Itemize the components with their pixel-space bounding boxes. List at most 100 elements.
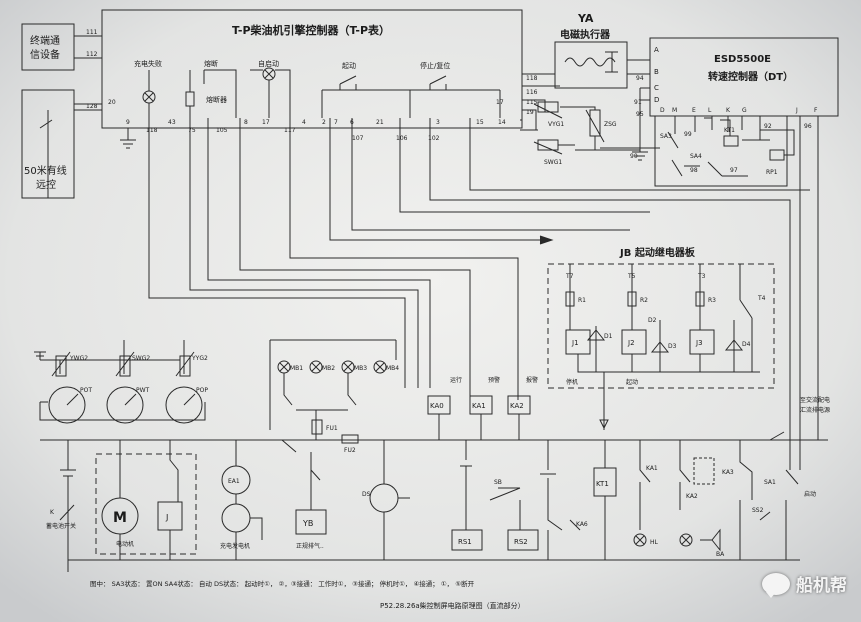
ya-code: YA <box>577 12 594 25</box>
jb-relay-board <box>547 263 775 389</box>
esd-aux-term: 95 <box>636 111 644 118</box>
caption-battery-switch: 蓄电池开关 <box>46 522 76 530</box>
tp-bottom-term: 21 <box>376 119 384 126</box>
mb-lamp-label: MB2 <box>322 365 335 372</box>
ea1-label: EA1 <box>228 478 240 485</box>
tp-bottom-term: 6 <box>350 119 354 126</box>
tp-bottom-term: 14 <box>498 119 506 126</box>
esd-bottom-term: L <box>708 107 712 114</box>
yyg2-sensor-icon <box>179 355 191 377</box>
tp-left-term: 20 <box>108 99 116 106</box>
kt1-contact-icon <box>723 135 739 147</box>
rs2-icon <box>507 529 539 551</box>
pot-gauge-icon <box>48 386 86 424</box>
gauge-label: PWT <box>136 387 150 394</box>
tp-bottom-term: 105 <box>216 127 228 134</box>
jb-term: T7 <box>565 273 574 280</box>
esd-bottom-term: F <box>814 107 818 114</box>
caption-generator: 充电发电机 <box>220 542 250 550</box>
jb-relay-label: J2 <box>627 339 635 347</box>
ka-note: 预警 <box>488 376 500 384</box>
jb-diode: D2 <box>648 317 657 324</box>
esd-bottom-term: K <box>726 107 731 114</box>
bus-label-1: 至交流配电 <box>800 396 830 404</box>
ka6-label: KA6 <box>576 521 588 528</box>
tp-right-term: 116 <box>526 89 538 96</box>
yb-label: YB <box>302 519 313 528</box>
ka3-relay-icon <box>693 457 715 485</box>
tp-right-term: 118 <box>526 75 538 82</box>
esd-bottom-term: D <box>660 107 665 114</box>
ka2-bottom-label: KA2 <box>686 493 698 500</box>
tp-bottom-term: 43 <box>168 119 176 126</box>
pwt-gauge-icon <box>106 386 144 424</box>
esd-aux-term: 99 <box>684 131 692 138</box>
motor-label: M <box>113 510 127 526</box>
tp-bottom-term: 75 <box>188 127 196 134</box>
jb-term: T3 <box>697 273 706 280</box>
gauge-label: POP <box>196 387 208 394</box>
mb-lamp-label: MB3 <box>354 365 367 372</box>
k-label: K <box>50 509 55 516</box>
ya-actuator-box <box>554 41 628 89</box>
caption-motor: 电动机 <box>116 540 134 548</box>
tp-title: T-P柴油机引擎控制器（T-P表） <box>232 23 390 37</box>
ya-name: 电磁执行器 <box>560 28 611 41</box>
tp-bottom-term: 8 <box>244 119 248 126</box>
telecom-label-1: 终端通 <box>30 34 60 47</box>
esd-aux-term: 94 <box>636 75 644 82</box>
jb-relay-label: J1 <box>571 339 579 347</box>
esd-aux-term: 91 <box>634 99 642 106</box>
telecom-box <box>21 23 75 71</box>
tp-right-term: 19 <box>526 109 534 116</box>
tp-stop-reset: 停止/复位 <box>420 61 450 70</box>
jb-term: T4 <box>757 295 766 302</box>
ka1-bottom-label: KA1 <box>646 465 658 472</box>
j3-relay-icon <box>689 329 715 355</box>
watermark-text: 船机帮 <box>796 576 847 596</box>
esd-bottom-term: M <box>672 107 677 114</box>
ka-note: 运行 <box>450 376 462 384</box>
esd-aux-term: 92 <box>764 123 772 130</box>
jb-diode: D1 <box>604 333 613 340</box>
rp1-label: RP1 <box>766 169 778 176</box>
rs1-icon <box>451 529 483 551</box>
tp-controller-box <box>101 9 523 129</box>
tp-bottom-term: 4 <box>302 119 306 126</box>
jb-relay-label: J3 <box>695 339 703 347</box>
hl-lamp-icon <box>633 533 647 547</box>
tp-charge-fail: 充电失败 <box>134 59 162 68</box>
ds-label: DS <box>362 491 371 498</box>
tp-bottom-term: 2 <box>322 119 326 126</box>
tp-bottom-term: 17 <box>262 119 270 126</box>
fu2-fuse-icon <box>341 434 359 444</box>
ka-label: KA2 <box>510 402 524 410</box>
ss2-label: SS2 <box>752 507 764 514</box>
remote-label-1: 50米有线 <box>24 164 67 177</box>
esd-aux-term: 97 <box>730 167 738 174</box>
tp-right-term: 17 <box>496 99 504 106</box>
esd-aux-panel <box>654 115 788 187</box>
esd-left-term: A <box>654 46 659 54</box>
tp-bottom-term: 117 <box>284 127 296 134</box>
ka-note: 报警 <box>526 376 538 384</box>
mb-lamp-label: MB1 <box>290 365 303 372</box>
sa1-label: SA1 <box>764 479 776 486</box>
jb-title: JB 起动继电器板 <box>619 246 696 259</box>
ya-coil-icon <box>564 57 616 67</box>
kt1-bottom-label: KT1 <box>596 480 609 488</box>
tp-bottom-term: 102 <box>428 135 440 142</box>
sensor-label: ZSG <box>604 121 617 128</box>
vyg1-sensor-icon <box>537 101 559 113</box>
tp-bottom-term: 9 <box>126 119 130 126</box>
ka-label: KA0 <box>430 402 444 410</box>
tp-auto-start: 自启动 <box>258 59 279 68</box>
jb-resistor: R3 <box>708 297 716 304</box>
kt1-label: KT1 <box>724 127 735 134</box>
tp-relay-side: 熔断 <box>204 59 218 68</box>
ka-label: KA1 <box>472 402 486 410</box>
motor-group <box>95 453 197 555</box>
esd-name: 转速控制器（DT） <box>708 70 793 83</box>
sensor-label: YWG2 <box>69 355 88 362</box>
